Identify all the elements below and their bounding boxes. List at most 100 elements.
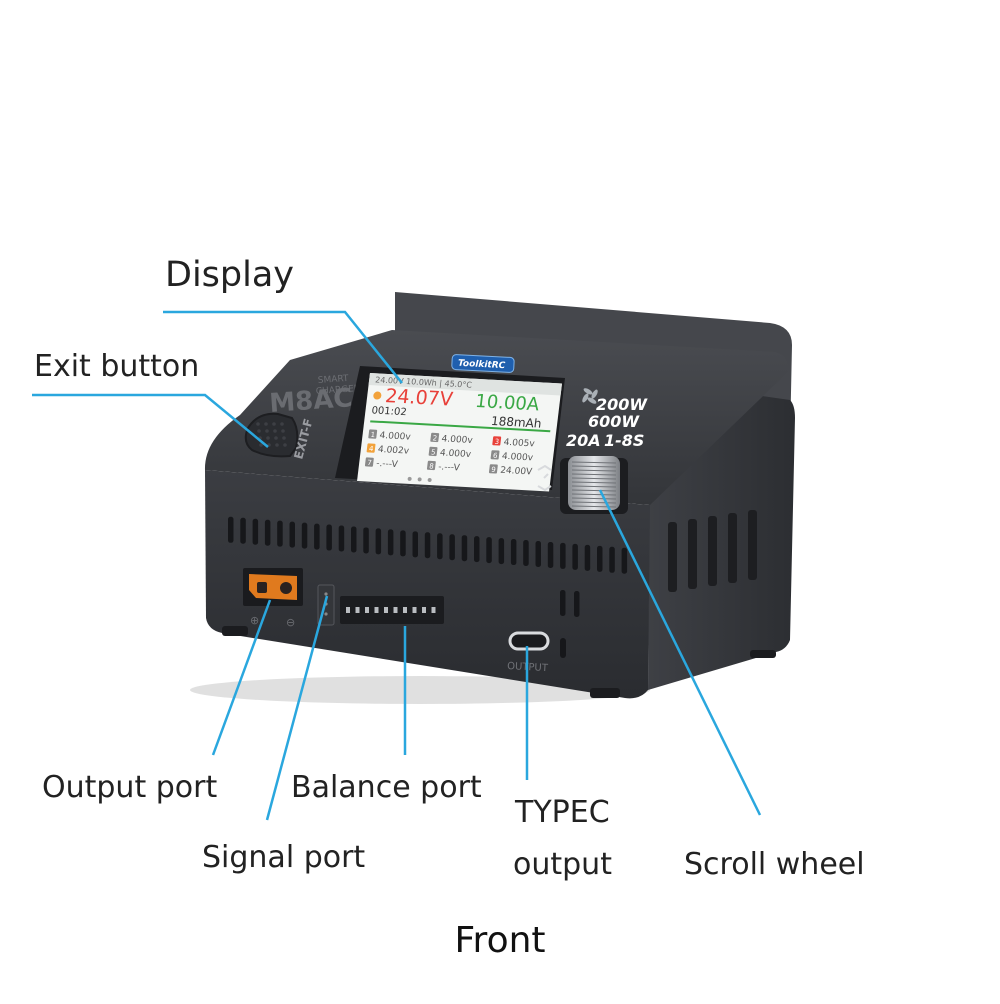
wheel-ridge: [571, 497, 617, 500]
scroll-wheel[interactable]: [560, 456, 628, 514]
vent-slot: [560, 590, 566, 616]
cell-index: 1: [370, 430, 376, 439]
leader-lines: [32, 310, 762, 821]
grip-dot: [280, 422, 284, 426]
grip-dot: [274, 436, 278, 440]
cell-index: 4: [368, 444, 374, 453]
label-output-port: Output port: [42, 770, 218, 805]
spec-cells: 1-8S: [604, 431, 644, 450]
cell-index: 3: [494, 437, 500, 446]
balance-pin: [346, 607, 350, 613]
balance-port[interactable]: [340, 596, 444, 624]
figure-caption: Front: [454, 920, 546, 961]
wheel-ridge: [571, 461, 617, 464]
vent-slot: [474, 536, 480, 563]
grip-dot: [256, 422, 260, 426]
screen-progress: [370, 420, 551, 433]
grip-dot: [272, 422, 276, 426]
screen-current: 10.00A: [474, 391, 541, 415]
cell-index-badge: [490, 450, 500, 460]
device-subtitle-2: CHARGER: [316, 384, 361, 397]
vent-slot: [240, 517, 246, 544]
cell-index-badge: [366, 443, 376, 453]
balance-pin: [422, 607, 426, 613]
fan-icon: [582, 388, 598, 404]
wheel-ridge: [571, 473, 617, 476]
spec-power-ac: 600W: [588, 412, 640, 431]
vent-slot: [461, 535, 468, 562]
wheel-ridge: [571, 477, 617, 480]
device-subtitle-1: SMART: [318, 374, 350, 386]
grip-dot: [265, 429, 269, 433]
screen-status-icon: [373, 391, 382, 400]
vent-slot: [486, 537, 492, 564]
wheel-ridge: [571, 465, 617, 468]
leader-signal: [265, 595, 329, 821]
grip-dot: [264, 422, 268, 426]
label-signal-port: Signal port: [202, 840, 366, 875]
label-typec-line2: output: [513, 847, 612, 882]
cell-index-badge: [368, 429, 378, 439]
cell-index-badge: [488, 464, 498, 474]
cell-voltage: 4.000v: [439, 448, 472, 460]
cell-index: 6: [492, 451, 498, 460]
grip-dot: [273, 429, 277, 433]
leader-exit: [32, 393, 269, 448]
vent-slot: [338, 525, 345, 552]
wheel-ridge: [571, 485, 617, 488]
vent-slot: [351, 526, 357, 553]
typec-port[interactable]: [508, 631, 550, 651]
vent-slot: [363, 527, 369, 554]
cell-index-badge: [426, 460, 436, 471]
vent-slot: [301, 522, 308, 549]
vent-slot: [314, 523, 320, 550]
wheel-ridge: [571, 493, 617, 496]
vent-slot: [609, 546, 615, 573]
screen-page-dots: [407, 476, 432, 482]
label-balance-port: Balance port: [291, 770, 482, 805]
grip-dot: [283, 443, 287, 447]
cell-index: 2: [432, 433, 438, 442]
scroll-arrows-icon: [537, 464, 552, 492]
screen-capacity: 188mAh: [490, 414, 542, 431]
vent-slot: [510, 539, 517, 566]
cell-voltage: -.---V: [376, 459, 399, 470]
cell-voltage: 4.000v: [501, 452, 534, 464]
wheel-ridge: [571, 481, 617, 484]
vent-slot: [535, 540, 541, 567]
screen-voltage: 24.07V: [384, 385, 454, 411]
spec-power-dc: 200W: [596, 395, 648, 414]
vent-slot: [547, 541, 554, 568]
label-typec-line1: TYPEC: [515, 795, 610, 830]
vent-slot: [289, 521, 295, 548]
vent-slot: [574, 591, 580, 617]
brand-badge: ToolkitRC: [451, 354, 515, 373]
vent-slot: [449, 534, 455, 561]
foot-right: [590, 688, 620, 698]
cell-index-badge: [428, 446, 438, 457]
balance-pin: [412, 607, 417, 613]
output-port[interactable]: [243, 568, 303, 606]
cell-index-badge: [430, 432, 440, 443]
cell-voltage: -.---V: [438, 462, 461, 473]
display-screen: 24.00V 10.0Wh | 45.0°C 24.07V 10.00A 001…: [357, 373, 562, 492]
vent-slot: [375, 528, 382, 555]
label-exit-button: Exit button: [34, 349, 200, 384]
output-port-symbol-2: ⊖: [286, 616, 295, 629]
balance-pin: [431, 607, 436, 613]
balance-pin: [393, 607, 398, 613]
balance-pin: [355, 607, 360, 613]
label-scroll-wheel: Scroll wheel: [684, 847, 865, 882]
balance-pin: [365, 607, 369, 613]
device-model: M8AC: [268, 383, 353, 419]
grip-dot: [266, 436, 270, 440]
vent-slot: [264, 519, 271, 546]
vent-slot: [437, 533, 443, 560]
vent-slot: [412, 531, 418, 558]
cell-index: 7: [367, 458, 373, 467]
cell-voltage: 4.000v: [441, 434, 474, 446]
cell-voltage: 4.000v: [379, 431, 412, 443]
leader-output: [211, 599, 272, 756]
indicator-slot: [560, 638, 566, 658]
